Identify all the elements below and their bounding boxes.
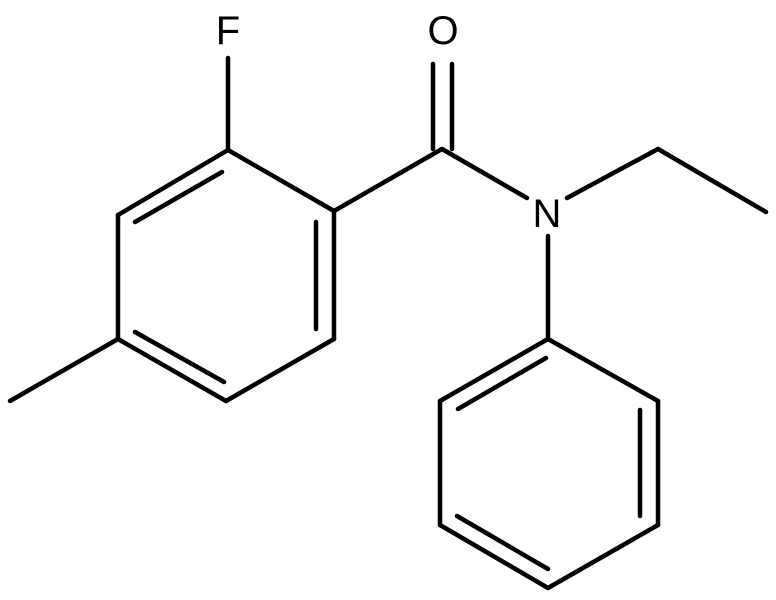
ring2-inner-bond-c1-c2 bbox=[455, 355, 549, 412]
ring1-bond-c2-c3 bbox=[115, 147, 231, 218]
ring2-bond-c1-c2 bbox=[437, 336, 551, 404]
ring1-bond-c1-c2 bbox=[225, 147, 337, 214]
ring1-inner-bond-c2-c3 bbox=[132, 169, 225, 225]
atom-label-nitrogen: N bbox=[533, 192, 562, 236]
bond-ring-carbonyl bbox=[331, 146, 445, 214]
ring1-inner-bond-c4-c5 bbox=[132, 329, 227, 385]
ring2-bond-c4-c5 bbox=[545, 522, 661, 591]
ring1-bond-c5-c6 bbox=[223, 336, 337, 404]
ring2-bond-c6-c1 bbox=[545, 336, 661, 404]
atom-label-fluorine: F bbox=[216, 9, 240, 53]
bond-ethyl-ch2-ch3 bbox=[655, 146, 769, 215]
fluoro-methyl-ring bbox=[115, 147, 337, 404]
ring2-inner-bond-c3-c4 bbox=[454, 513, 551, 572]
bond-carbonyl-nitrogen bbox=[439, 146, 530, 201]
phenyl-ring bbox=[437, 336, 661, 591]
bond-nitrogen-ethyl-ch2 bbox=[564, 146, 661, 201]
bond-c4-methyl bbox=[7, 336, 121, 404]
atom-label-oxygen: O bbox=[427, 9, 458, 53]
ring1-bond-c4-c5 bbox=[115, 336, 229, 404]
ring2-bond-c3-c4 bbox=[437, 522, 551, 591]
